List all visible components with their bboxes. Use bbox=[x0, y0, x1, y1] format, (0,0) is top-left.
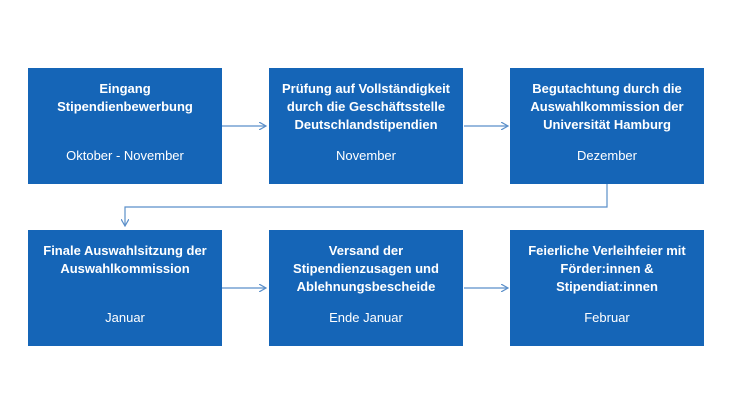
step-auswahlsitzung: Finale Auswahlsitzung der Auswahlkommiss… bbox=[28, 230, 222, 346]
step-date: Oktober - November bbox=[66, 148, 184, 163]
step-date: Januar bbox=[105, 310, 145, 325]
step-date: Februar bbox=[584, 310, 630, 325]
step-title: Finale Auswahlsitzung der Auswahlkommiss… bbox=[43, 243, 207, 276]
step-versand: Versand der Stipendienzusagen und Ablehn… bbox=[269, 230, 463, 346]
step-title: Prüfung auf Vollständigkeit durch die Ge… bbox=[281, 81, 451, 132]
step-eingang: Eingang Stipendienbewerbung Oktober - No… bbox=[28, 68, 222, 184]
step-pruefung: Prüfung auf Vollständigkeit durch die Ge… bbox=[269, 68, 463, 184]
step-begutachtung: Begutachtung durch die Auswahlkommission… bbox=[510, 68, 704, 184]
arrow-3-4 bbox=[125, 184, 608, 226]
step-date: Dezember bbox=[577, 148, 637, 163]
step-verleihfeier: Feierliche Verleihfeier mit Förder:innen… bbox=[510, 230, 704, 346]
step-date: November bbox=[336, 148, 396, 163]
step-date: Ende Januar bbox=[329, 310, 403, 325]
step-title: Begutachtung durch die Auswahlkommission… bbox=[530, 81, 684, 132]
step-title: Feierliche Verleihfeier mit Förder:innen… bbox=[528, 243, 686, 294]
step-title: Eingang Stipendienbewerbung bbox=[57, 81, 193, 114]
step-title: Versand der Stipendienzusagen und Ablehn… bbox=[293, 243, 439, 294]
